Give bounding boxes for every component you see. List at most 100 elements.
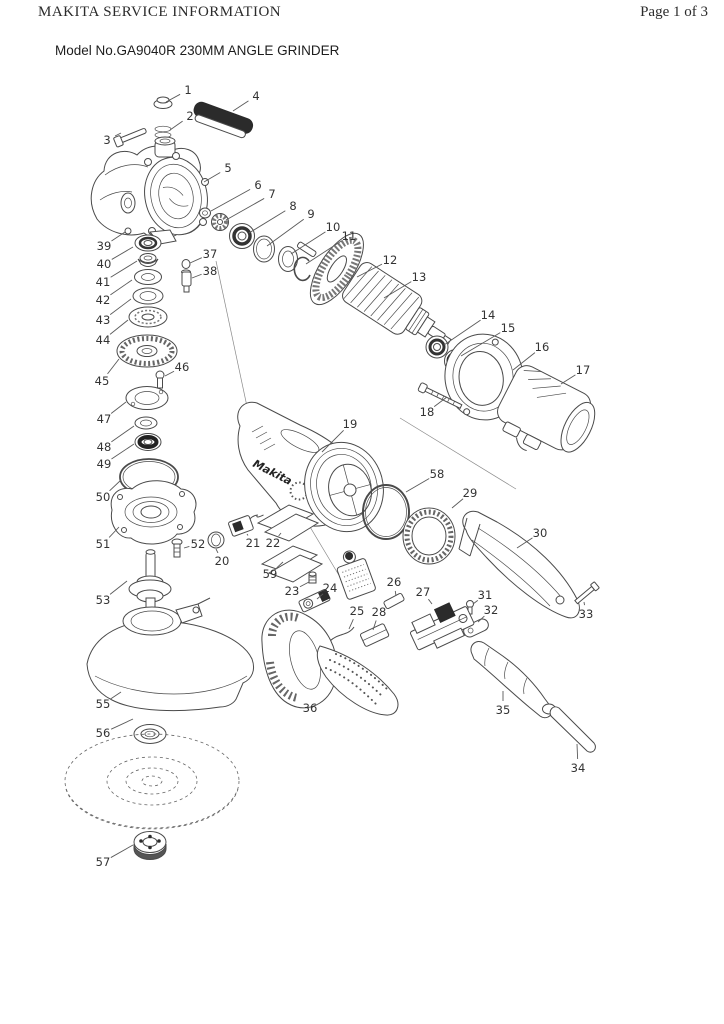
leader-line-10 [290,231,326,255]
part-39-ball [124,227,132,235]
leader-line-27 [428,598,433,605]
leader-line-9 [266,218,304,247]
leader-line-56 [110,718,134,730]
part-switch-block [336,550,376,600]
page-title: MAKITA SERVICE INFORMATION [38,4,282,20]
leader-line-1 [165,93,181,103]
part-label-39: 39 [97,239,112,253]
part-label-42: 42 [96,293,111,307]
part-label-21: 21 [246,536,261,550]
part-label-58: 58 [430,467,445,481]
part-4-lock-lever [193,101,254,139]
part-33-screw [574,581,600,605]
leader-line-59 [276,561,284,569]
part-6-nut [199,207,211,219]
part-label-59: 59 [263,567,278,581]
leader-line-47 [110,401,127,414]
part-36-rear-cover [261,609,399,716]
leader-line-18 [433,396,448,407]
leader-line-55 [110,691,122,700]
part-30-handle-bracket [458,510,580,619]
part-label-20: 20 [215,554,230,568]
part-label-10: 10 [326,220,341,234]
part-35-cord-guard [470,640,556,719]
leader-line-3 [114,132,122,137]
leader-line-49 [111,443,135,460]
part-label-22: 22 [266,536,281,550]
part-label-53: 53 [96,593,111,607]
part-label-55: 55 [96,697,111,711]
part-label-27: 27 [416,585,431,599]
part-label-1: 1 [184,83,191,97]
part-label-49: 49 [97,457,112,471]
axis-line [399,417,517,490]
leader-line-7 [225,198,265,221]
part-37-ring [181,259,191,269]
part-8-ball-bearing [229,223,255,249]
leader-line-28 [372,620,377,631]
part-label-28: 28 [372,605,387,619]
leader-line-4 [232,100,249,112]
part-label-31: 31 [478,588,493,602]
part-label-32: 32 [484,603,499,617]
leader-line-29 [451,498,464,509]
part-label-24: 24 [323,581,338,595]
part-52-screw [171,538,183,558]
part-25-lead-wire [329,626,355,642]
part-46-screw [155,370,165,389]
leader-line-32 [477,615,485,623]
leader-line-16 [512,352,536,371]
part-7-pinion-gear [211,213,229,231]
part-label-40: 40 [97,257,112,271]
leader-line-42 [110,279,133,296]
part-label-33: 33 [579,607,594,621]
leader-line-15 [460,332,501,357]
leader-line-17 [560,374,576,385]
leader-line-58 [405,478,430,493]
part-38-pin [181,269,192,293]
leader-line-41 [110,260,138,278]
leader-line-19 [321,430,344,453]
part-label-6: 6 [254,178,261,192]
part-label-35: 35 [496,703,511,717]
leader-line-21 [246,533,249,536]
part-label-34: 34 [571,761,586,775]
part-label-19: 19 [343,417,358,431]
part-53-spindle [128,549,172,616]
leader-line-51 [108,526,120,538]
part-label-5: 5 [224,161,231,175]
page-indicator: Page 1 of 3 [640,4,708,20]
part-59-insulation-sheets [260,545,324,583]
part-label-36: 36 [303,701,318,715]
part-label-25: 25 [350,604,365,618]
part-18-screw [417,382,463,410]
leader-line-23 [299,581,310,588]
part-42-washer [134,269,162,285]
part-label-48: 48 [97,440,112,454]
part-14-bearing [425,335,449,359]
leader-line-20 [215,548,219,554]
part-label-45: 45 [95,374,110,388]
part-9-ring [253,235,275,263]
part-17-field-stator [497,365,596,453]
part-label-41: 41 [96,275,111,289]
part-label-29: 29 [463,486,478,500]
leader-line-53 [109,580,128,595]
leader-line-43 [109,298,132,315]
part-label-4: 4 [252,89,259,103]
part-51-bearing-box [110,480,197,545]
part-label-26: 26 [387,575,402,589]
part-label-38: 38 [203,264,218,278]
part-label-3: 3 [103,133,110,147]
leader-line-48 [111,425,135,443]
part-label-17: 17 [576,363,591,377]
leader-line-22 [278,532,282,537]
part-29-clamp-ring [402,507,456,565]
part-47-baffle-plate [125,386,169,410]
leader-line-46 [164,370,175,377]
part-3-screw [113,128,147,148]
leader-line-31 [472,600,479,605]
leader-line-24 [316,593,324,600]
